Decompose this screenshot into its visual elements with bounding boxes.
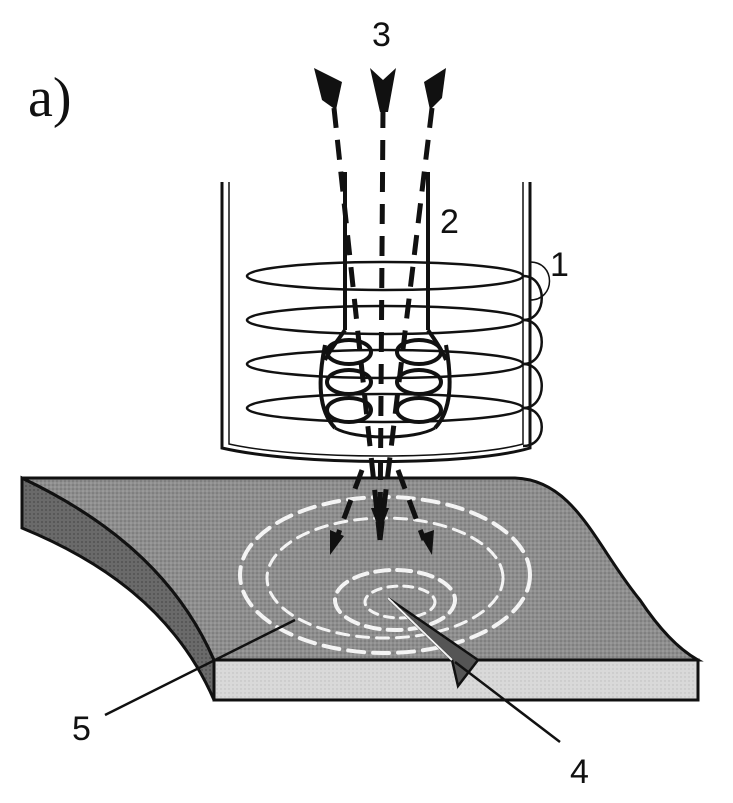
outgoing-arrowheads <box>330 508 434 555</box>
callout-4-crack: 4 <box>570 753 589 791</box>
plate-top-face <box>21 476 704 662</box>
callout-3-beam: 3 <box>372 16 391 54</box>
arrowhead-bottom-right <box>420 530 434 555</box>
leader-line-5 <box>104 618 296 717</box>
crack-defect <box>387 596 480 689</box>
incident-beams <box>331 107 435 541</box>
callout-1-coil: 1 <box>550 246 569 284</box>
arrowhead-center <box>370 68 396 112</box>
callout-5-eddy: 5 <box>72 710 91 748</box>
arrowhead-right <box>424 68 446 110</box>
sensor-tube <box>323 172 448 361</box>
probe-housing <box>220 182 532 463</box>
incoming-arrowheads <box>314 68 446 112</box>
arrowhead-bottom-left <box>330 530 344 555</box>
detection-coils <box>318 338 452 439</box>
arrowhead-left <box>314 68 342 110</box>
panel-label: a) <box>28 67 72 129</box>
test-plate <box>20 475 704 702</box>
leader-lines <box>104 618 561 743</box>
arrowhead-bottom-center <box>371 508 389 532</box>
leader-line-4 <box>454 661 561 743</box>
callout-2-tube: 2 <box>440 203 459 241</box>
excitation-coil <box>245 260 551 448</box>
eddy-loop-core <box>363 584 437 620</box>
eddy-loop-inner <box>333 568 457 632</box>
